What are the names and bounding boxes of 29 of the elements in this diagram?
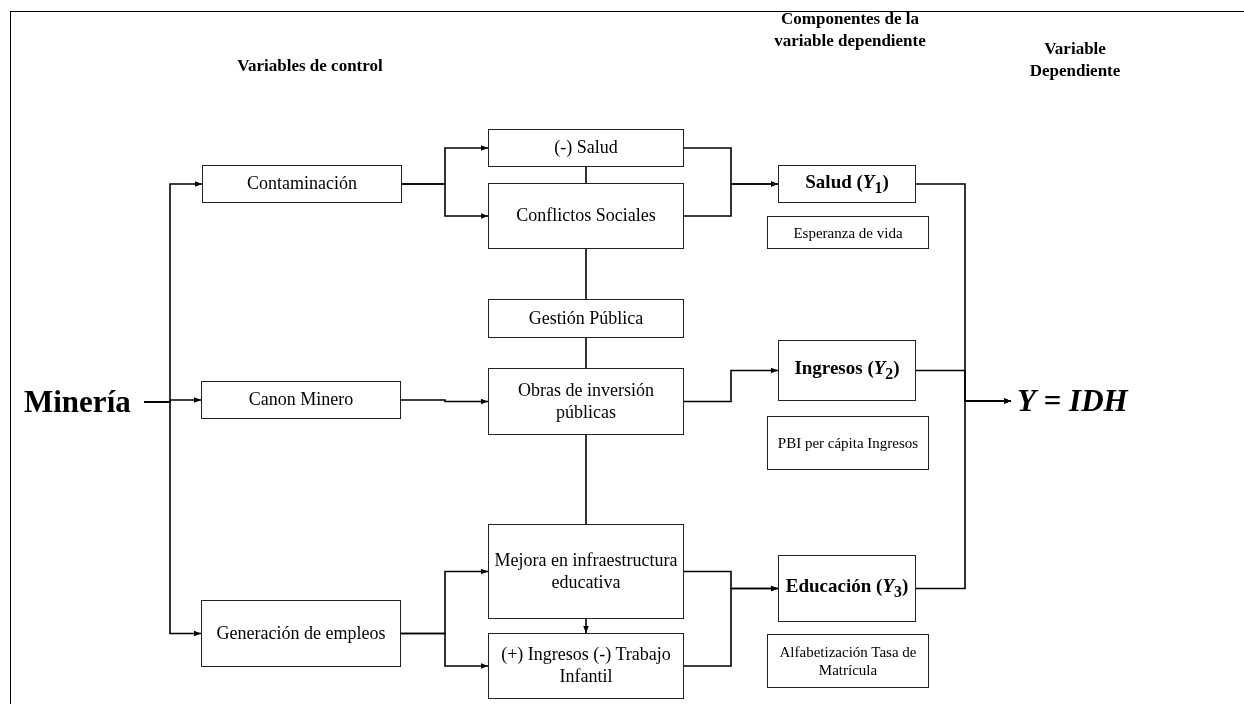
component-box: Salud (Y$_{1}$) [778,165,916,203]
indicator-box: Esperanza de vida [767,216,929,249]
process-box: Generación de empleos [201,600,401,667]
indicator-box: Alfabetización Tasa de Matrícula [767,634,929,688]
node-label: Y = IDH [1013,380,1173,422]
connector-arrow [143,401,202,637]
connector-arrow [401,183,489,219]
process-box: Contaminación [202,165,402,203]
connector-arrow [400,398,489,405]
process-box: Conflictos Sociales [488,183,684,249]
column-heading: Variable Dependiente [1028,38,1122,83]
process-box: Obras de inversión públicas [488,368,684,435]
component-box: Ingresos (Y$_{2}$) [778,340,916,401]
connector-arrow [683,181,779,217]
process-box: (-) Salud [488,129,684,167]
connector-arrow [683,585,779,667]
column-heading: Variables de control [236,55,384,77]
connector-arrow [915,398,1012,590]
connector-arrow [400,632,489,669]
node-label: Minería [20,382,138,422]
process-box: Mejora en infraestructura educativa [488,524,684,619]
process-box: Canon Minero [201,381,401,419]
process-box: Gestión Pública [488,299,684,338]
indicator-box: PBI per cápita Ingresos [767,416,929,470]
connector-arrow [683,367,779,403]
connector-arrow [583,618,589,634]
component-box: Educación (Y$_{3}$) [778,555,916,622]
column-heading: Componentes de la variable dependiente [773,8,927,53]
process-box: (+) Ingresos (-) Trabajo Infantil [488,633,684,699]
